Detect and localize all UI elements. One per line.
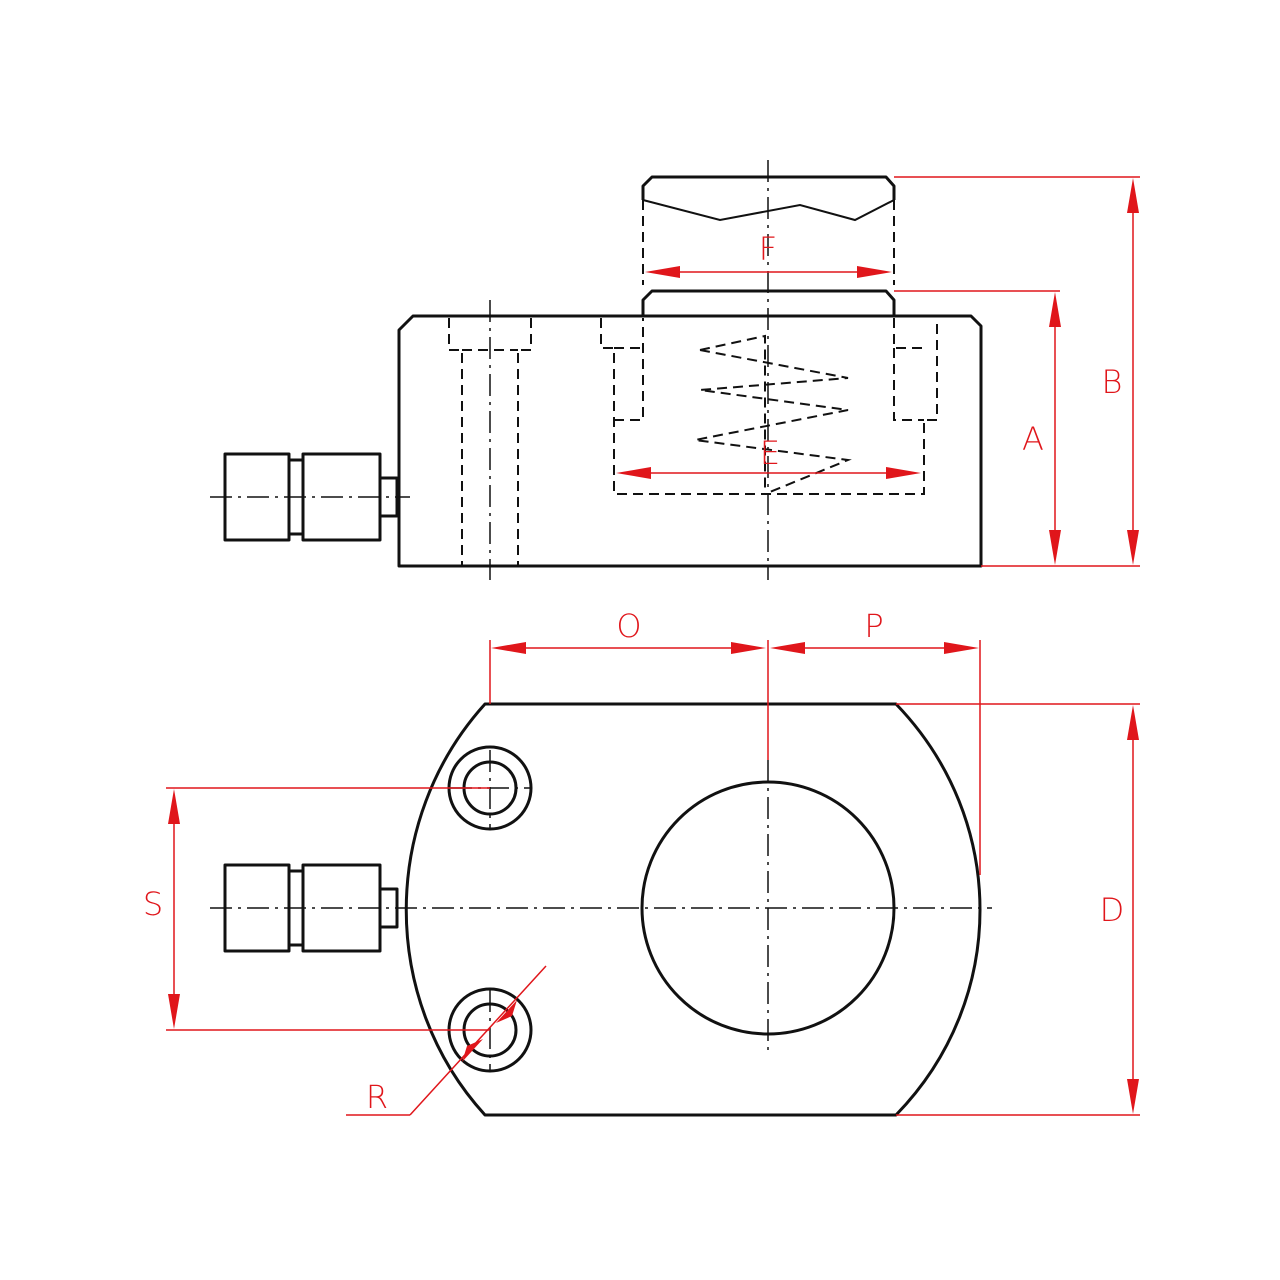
dimension-label-p: P: [864, 607, 883, 645]
piston-break-line: [642, 199, 895, 222]
dimension-label-d: D: [1100, 891, 1125, 929]
dimension-p: P: [770, 607, 981, 875]
dimension-b: B: [894, 176, 1140, 565]
dimension-label-r: R: [366, 1078, 388, 1116]
dimension-label-s: S: [143, 885, 163, 923]
dimension-label-e: E: [760, 434, 780, 472]
dimension-s: S: [143, 787, 490, 1031]
return-spring: [694, 334, 852, 495]
dimension-o: O: [489, 607, 769, 760]
dimension-label-f: F: [759, 230, 777, 268]
piston-lower: [641, 289, 896, 316]
dimension-label-a: A: [1022, 420, 1044, 458]
dimension-f: F: [645, 230, 892, 278]
dimension-label-b: B: [1102, 363, 1123, 401]
dimension-label-o: O: [616, 607, 641, 645]
dimension-a: A: [894, 290, 1140, 567]
dimension-e: E: [616, 434, 921, 479]
piston-top: [641, 175, 896, 200]
top-view: O P D S: [143, 607, 1140, 1117]
dimension-r: R: [346, 965, 547, 1116]
dimension-d: D: [896, 703, 1140, 1116]
side-view: F E A B: [210, 160, 1140, 580]
